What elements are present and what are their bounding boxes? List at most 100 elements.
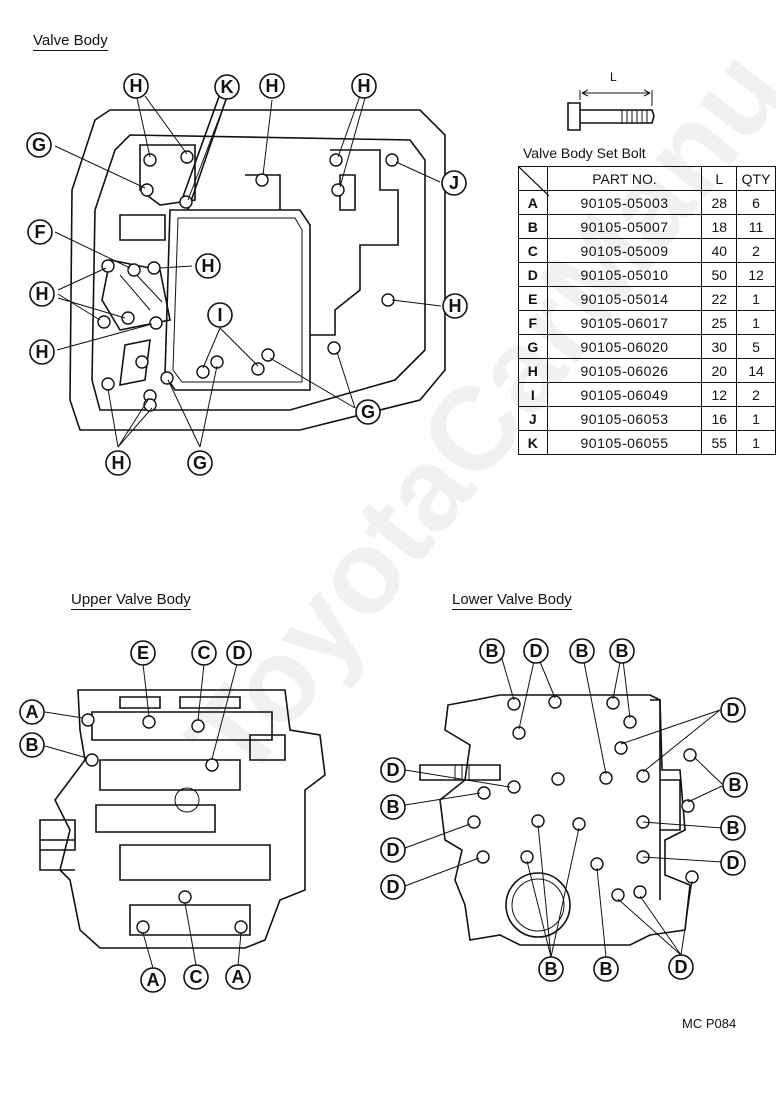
callout-b: D — [380, 874, 406, 900]
svg-text:E: E — [137, 643, 149, 663]
cell-qty: 1 — [736, 286, 776, 311]
svg-text:C: C — [198, 643, 211, 663]
cell-part-no: 90105-05009 — [546, 238, 703, 263]
cell-qty: 5 — [736, 334, 776, 359]
cell-part-no: 90105-06020 — [546, 334, 703, 359]
callout-a: A — [140, 967, 166, 993]
svg-text:B: B — [600, 959, 613, 979]
callout-h: H — [29, 339, 55, 365]
cell-qty: 2 — [736, 382, 776, 407]
svg-text:B: B — [545, 959, 558, 979]
cell-key: K — [518, 430, 548, 455]
cell-part-no: 90105-05010 — [546, 262, 703, 287]
callout-d: D — [720, 697, 746, 723]
header-length: L — [701, 166, 738, 191]
upper-valve-body-drawing — [39, 689, 326, 949]
callout-h: H — [123, 73, 149, 99]
cell-qty: 14 — [736, 358, 776, 383]
svg-text:D: D — [530, 641, 543, 661]
cell-key: J — [518, 406, 548, 431]
callout-d: D — [523, 638, 549, 664]
svg-text:D: D — [387, 840, 400, 860]
cell-qty: 1 — [736, 430, 776, 455]
callout-b: B — [609, 638, 635, 664]
svg-text:J: J — [449, 173, 459, 193]
callout-a: A — [19, 699, 45, 725]
callout-h: H — [442, 293, 468, 319]
svg-text:D: D — [387, 760, 400, 780]
cell-length: 16 — [701, 406, 738, 431]
cell-qty: 11 — [736, 214, 776, 239]
callout-k: K — [214, 74, 240, 100]
valve-body-bolt-holes — [97, 150, 399, 412]
bolt-table-header: PART NO. L QTY — [518, 166, 776, 196]
svg-text:H: H — [112, 453, 125, 473]
cell-part-no: 90105-05003 — [546, 190, 703, 215]
svg-text:K: K — [221, 77, 234, 97]
cell-length: 22 — [701, 286, 738, 311]
callout-a: A — [225, 964, 251, 990]
callout-h: H — [351, 73, 377, 99]
cell-length: 28 — [701, 190, 738, 215]
svg-text:D: D — [727, 700, 740, 720]
svg-text:G: G — [32, 135, 46, 155]
callout-b: B — [569, 638, 595, 664]
cell-part-no: 90105-06053 — [546, 406, 703, 431]
cell-key: H — [518, 358, 548, 383]
callout-d: D — [380, 837, 406, 863]
cell-qty: 12 — [736, 262, 776, 287]
bolt-length-label: L — [610, 70, 617, 84]
svg-text:A: A — [26, 702, 39, 722]
callout-c: C — [183, 964, 209, 990]
upper-valve-body-callouts: E C D A B A C A — [19, 640, 252, 993]
cell-key: C — [518, 238, 548, 263]
svg-text:B: B — [486, 641, 499, 661]
svg-text:D: D — [387, 877, 400, 897]
header-qty: QTY — [736, 166, 776, 191]
callout-h: H — [259, 73, 285, 99]
svg-text:H: H — [449, 296, 462, 316]
svg-text:G: G — [361, 402, 375, 422]
corner-diagonal — [519, 167, 549, 196]
cell-part-no: 90105-06049 — [546, 382, 703, 407]
cell-qty: 2 — [736, 238, 776, 263]
callout-d: B — [720, 815, 746, 841]
valve-body-title: Valve Body — [33, 32, 108, 51]
svg-text:H: H — [36, 342, 49, 362]
cell-length: 40 — [701, 238, 738, 263]
svg-text:H: H — [130, 76, 143, 96]
callout-g: G — [187, 450, 213, 476]
cell-part-no: 90105-06055 — [546, 430, 703, 455]
svg-text:A: A — [147, 970, 160, 990]
cell-key: D — [518, 262, 548, 287]
cell-part-no: 90105-05007 — [546, 214, 703, 239]
cell-key: G — [518, 334, 548, 359]
svg-text:B: B — [26, 735, 39, 755]
cell-qty: 1 — [736, 406, 776, 431]
callout-b: B — [722, 772, 748, 798]
upper-valve-body-title: Upper Valve Body — [71, 591, 191, 610]
svg-text:I: I — [217, 305, 222, 325]
svg-text:A: A — [232, 967, 245, 987]
svg-text:C: C — [190, 967, 203, 987]
svg-text:B: B — [727, 818, 740, 838]
callout-d: D — [380, 757, 406, 783]
svg-text:H: H — [202, 256, 215, 276]
callout-b: B — [479, 638, 505, 664]
lower-valve-body-title: Lower Valve Body — [452, 591, 572, 610]
callout-h: H — [29, 281, 55, 307]
callout-i: I — [207, 302, 233, 328]
callout-b: B — [380, 794, 406, 820]
callout-d: B — [538, 956, 564, 982]
bolt-table-title: Valve Body Set Bolt — [523, 145, 646, 161]
callout-g: G — [355, 399, 381, 425]
